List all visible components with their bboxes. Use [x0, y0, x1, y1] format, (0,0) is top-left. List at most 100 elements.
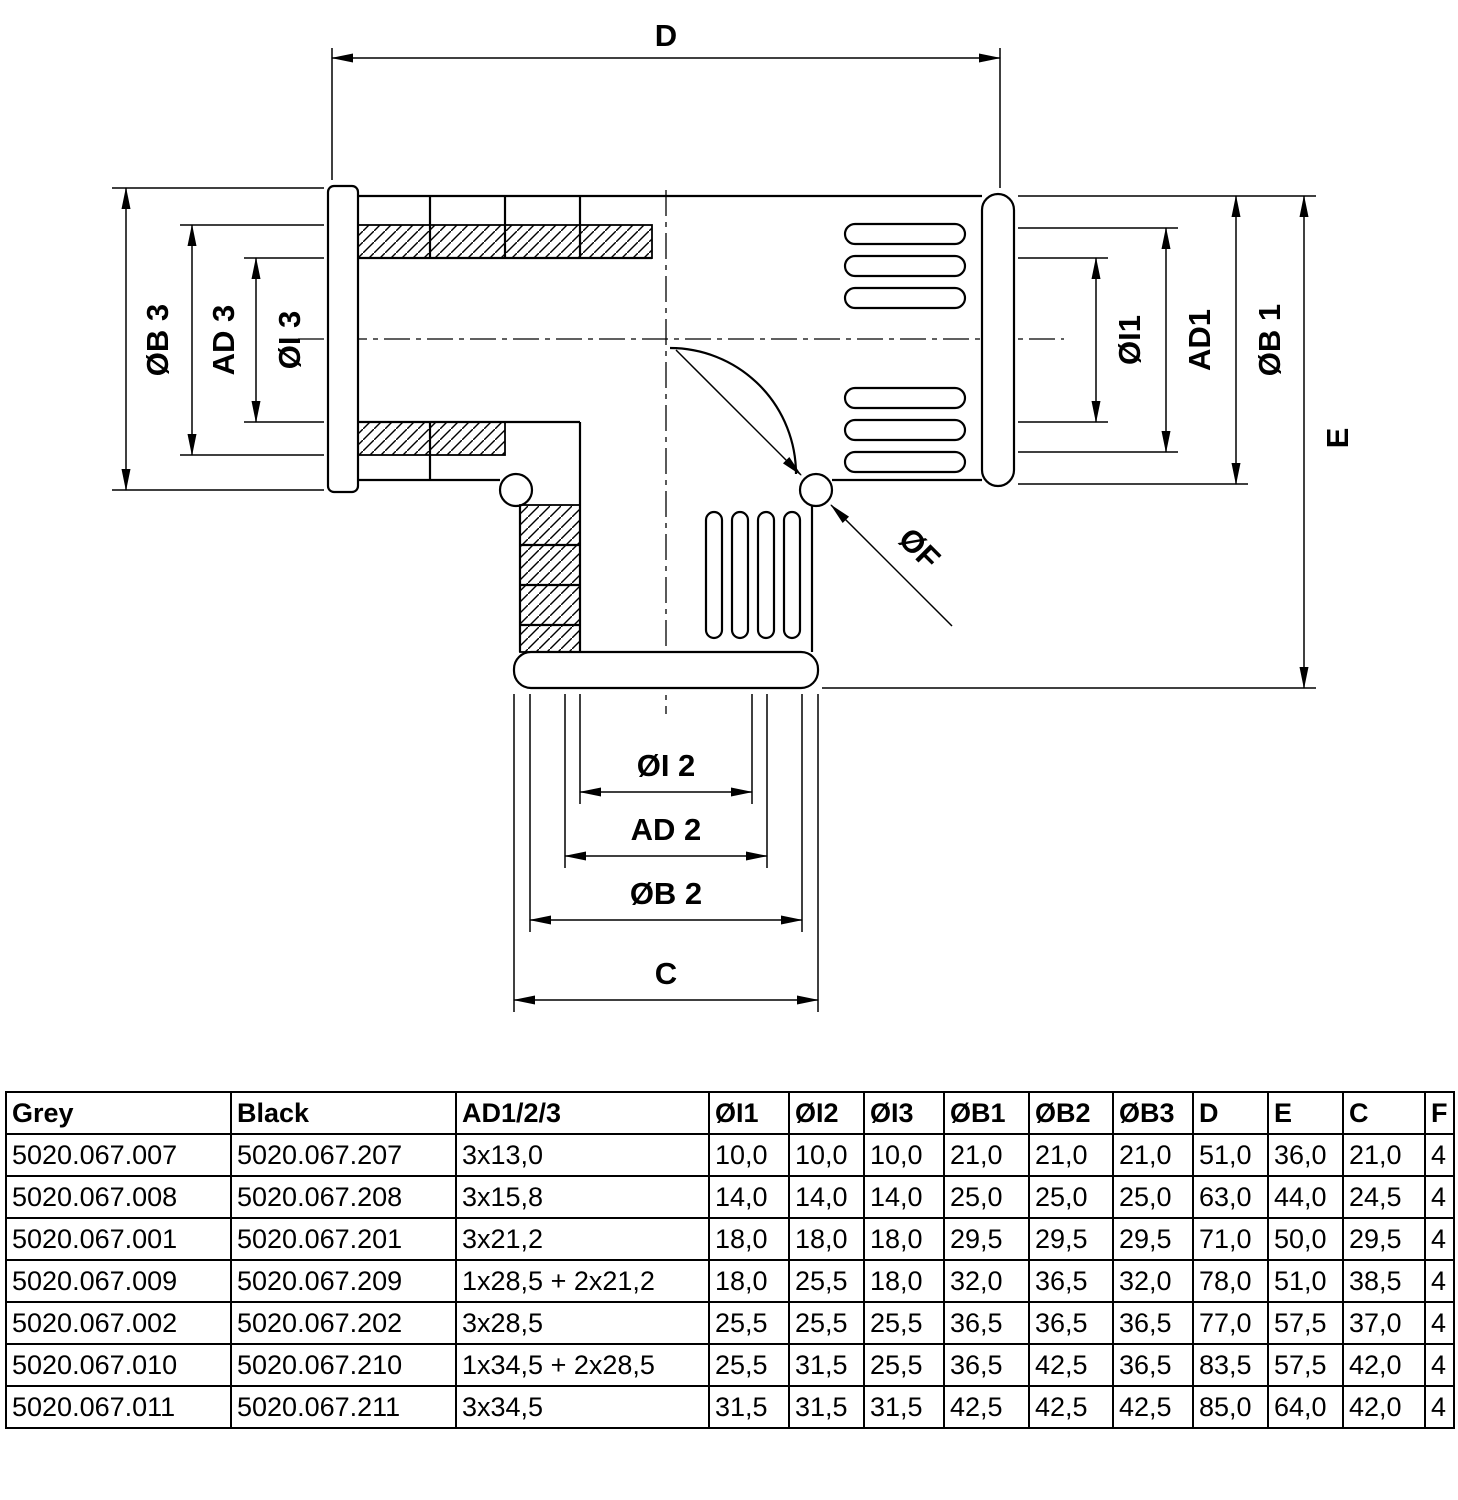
spec-table-cell: 4	[1424, 1175, 1455, 1219]
dim-i1: ØI1	[1018, 257, 1147, 423]
right-tail-slot	[843, 222, 967, 246]
spec-table-cell: 14,0	[788, 1175, 865, 1219]
spec-table-cell: 18,0	[708, 1259, 790, 1303]
spec-table-cell: 25,5	[708, 1301, 790, 1345]
col-header-c: C	[1342, 1091, 1426, 1135]
col-header-e: E	[1267, 1091, 1344, 1135]
spec-table-cell: 5020.067.209	[230, 1259, 457, 1303]
right-tail-slot	[843, 450, 967, 474]
spec-table-cell: 31,5	[788, 1385, 865, 1429]
spec-table-cell: 36,5	[943, 1301, 1030, 1345]
t-fitting-diagram: D ØB 3 AD 3 ØI 3	[112, 18, 1355, 1012]
col-header-i3: ØI3	[863, 1091, 945, 1135]
spec-table-cell: 18,0	[863, 1259, 945, 1303]
spec-table-cell: 31,5	[788, 1343, 865, 1387]
branch-slot	[704, 510, 724, 640]
spec-table-cell: 4	[1424, 1343, 1455, 1387]
spec-table-cell: 1x34,5 + 2x28,5	[455, 1343, 710, 1387]
spec-table-cell: 36,0	[1267, 1133, 1344, 1177]
dim-label-b2: ØB 2	[630, 876, 702, 911]
spec-table-cell: 25,0	[1112, 1175, 1194, 1219]
dim-i2: ØI 2	[579, 694, 753, 804]
right-tail-slot	[843, 418, 967, 442]
left-flange	[326, 184, 360, 494]
branch-slot	[756, 510, 776, 640]
spec-table-cell: 5020.067.208	[230, 1175, 457, 1219]
col-header-grey: Grey	[5, 1091, 232, 1135]
right-tail-slot	[843, 254, 967, 278]
spec-table-header-row: Grey Black AD1/2/3 ØI1 ØI2 ØI3 ØB1 ØB2 Ø…	[5, 1091, 1455, 1135]
spec-table-cell: 4	[1424, 1259, 1455, 1303]
spec-table-cell: 21,0	[1342, 1133, 1426, 1177]
dim-label-i2: ØI 2	[637, 748, 696, 783]
spec-table-cell: 5020.067.010	[5, 1343, 232, 1387]
spec-table-cell: 3x34,5	[455, 1385, 710, 1429]
spec-table: Grey Black AD1/2/3 ØI1 ØI2 ØI3 ØB1 ØB2 Ø…	[5, 1091, 1455, 1429]
spec-table-cell: 42,0	[1342, 1385, 1426, 1429]
spec-table-cell: 14,0	[708, 1175, 790, 1219]
spec-table-cell: 10,0	[863, 1133, 945, 1177]
spec-table-cell: 4	[1424, 1385, 1455, 1429]
spec-table-cell: 42,5	[1112, 1385, 1194, 1429]
dim-c: C	[513, 694, 819, 1012]
spec-table-cell: 5020.067.211	[230, 1385, 457, 1429]
spec-table-cell: 42,5	[1028, 1343, 1114, 1387]
spec-table-cell: 4	[1424, 1133, 1455, 1177]
spec-table-cell: 5020.067.202	[230, 1301, 457, 1345]
spec-table-cell: 71,0	[1192, 1217, 1269, 1261]
spec-table-cell: 25,5	[863, 1343, 945, 1387]
spec-table-cell: 51,0	[1267, 1259, 1344, 1303]
col-header-i2: ØI2	[788, 1091, 865, 1135]
spec-table-cell: 42,5	[1028, 1385, 1114, 1429]
spec-table-cell: 32,0	[1112, 1259, 1194, 1303]
col-header-i1: ØI1	[708, 1091, 790, 1135]
right-tail-slot	[843, 386, 967, 410]
spec-table-cell: 18,0	[788, 1217, 865, 1261]
col-header-d: D	[1192, 1091, 1269, 1135]
dim-e: E	[822, 195, 1355, 689]
col-header-b3: ØB3	[1112, 1091, 1194, 1135]
dim-label-i1: ØI1	[1112, 315, 1147, 365]
spec-table-cell: 31,5	[708, 1385, 790, 1429]
spec-table-cell: 18,0	[708, 1217, 790, 1261]
spec-table-cell: 36,5	[943, 1343, 1030, 1387]
col-header-f: F	[1424, 1091, 1455, 1135]
right-flange	[980, 192, 1016, 488]
spec-table-cell: 21,0	[943, 1133, 1030, 1177]
spec-table-cell: 50,0	[1267, 1217, 1344, 1261]
dim-d: D	[331, 18, 1001, 188]
spec-table-cell: 36,5	[1112, 1301, 1194, 1345]
spec-table-cell: 57,5	[1267, 1301, 1344, 1345]
left-tail-hatch-bottom	[357, 421, 506, 456]
spec-table-cell: 36,5	[1028, 1301, 1114, 1345]
spec-table-cell: 5020.067.001	[5, 1217, 232, 1261]
spec-table-cell: 10,0	[708, 1133, 790, 1177]
spec-table-cell: 37,0	[1342, 1301, 1426, 1345]
spec-table-cell: 25,5	[863, 1301, 945, 1345]
spec-table-cell: 5020.067.007	[5, 1133, 232, 1177]
spec-table-cell: 5020.067.008	[5, 1175, 232, 1219]
spec-table-cell: 36,5	[1112, 1343, 1194, 1387]
spec-table-cell: 25,0	[943, 1175, 1030, 1219]
dim-label-b3: ØB 3	[140, 304, 175, 376]
spec-table-cell: 38,5	[1342, 1259, 1426, 1303]
spec-table-cell: 78,0	[1192, 1259, 1269, 1303]
dim-ad3: AD 3	[180, 224, 324, 456]
spec-table-cell: 18,0	[863, 1217, 945, 1261]
right-tail-slot	[843, 286, 967, 310]
spec-table-cell: 29,5	[1342, 1217, 1426, 1261]
spec-table-cell: 42,5	[943, 1385, 1030, 1429]
junction-circle-right	[798, 472, 834, 508]
spec-table-cell: 31,5	[863, 1385, 945, 1429]
spec-table-cell: 25,0	[1028, 1175, 1114, 1219]
col-header-ad123: AD1/2/3	[455, 1091, 710, 1135]
spec-table-cell: 4	[1424, 1301, 1455, 1345]
spec-table-cell: 3x28,5	[455, 1301, 710, 1345]
spec-table-cell: 29,5	[943, 1217, 1030, 1261]
spec-table-cell: 5020.067.011	[5, 1385, 232, 1429]
